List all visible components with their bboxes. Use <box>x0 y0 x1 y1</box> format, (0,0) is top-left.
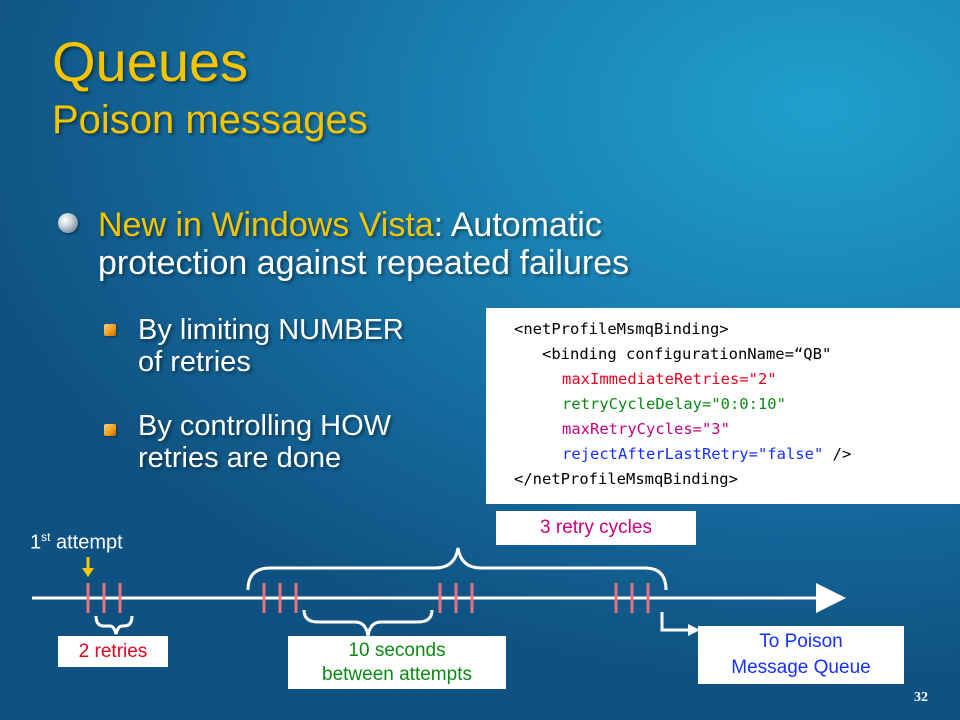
code-line-7: </netProfileMsmqBinding> <box>514 470 738 488</box>
poison-arrowhead <box>688 624 700 636</box>
bullet-main-icon <box>58 213 78 233</box>
code-line-6: rejectAfterLastRetry="false" /> <box>562 444 851 466</box>
sub-bullet-2: By controlling HOW retries are done <box>138 410 498 474</box>
code-line-5: maxRetryCycles="3" <box>562 420 730 438</box>
retries-brace <box>94 615 134 635</box>
poison-label-line2: Message Queue <box>731 657 871 678</box>
poison-queue-label: To Poison Message Queue <box>698 626 904 684</box>
sub-bullet-1-line1: By limiting NUMBER <box>138 314 404 346</box>
bullet-main-rest: : Automatic <box>433 206 602 244</box>
poison-label-line1: To Poison <box>759 631 843 652</box>
retry-cycles-label: 3 retry cycles <box>496 511 696 545</box>
code-line-1: <netProfileMsmqBinding> <box>514 320 729 338</box>
sub-bullet-1-icon <box>104 324 116 336</box>
retries-label: 2 retries <box>58 636 168 667</box>
code-line-4: retryCycleDelay="0:0:10" <box>562 395 786 413</box>
attempt-ticks <box>86 583 650 613</box>
delay-label: 10 seconds between attempts <box>288 636 506 689</box>
bullet-main: New in Windows Vista: Automatic protecti… <box>98 206 818 282</box>
code-line-3: maxImmediateRetries="2" <box>562 370 777 388</box>
code-line-2: <binding configurationName=“QB" <box>542 345 832 363</box>
slide-subtitle: Poison messages <box>52 98 368 142</box>
sub-bullet-2-icon <box>104 424 116 436</box>
first-attempt-label: 1st attempt <box>30 530 123 554</box>
delay-label-line2: between attempts <box>322 664 472 685</box>
delay-label-line1: 10 seconds <box>348 640 446 661</box>
slide-title: Queues <box>52 30 249 93</box>
sub-bullet-2-line2: retries are done <box>138 442 342 474</box>
first-attempt-arrowhead <box>82 568 94 577</box>
sub-bullet-2-line1: By controlling HOW <box>138 410 392 442</box>
retry-cycles-brace <box>246 547 668 591</box>
bullet-main-highlight: New in Windows Vista <box>98 206 434 244</box>
code-line-6-end: /> <box>823 445 852 463</box>
sub-bullet-1-line2: of retries <box>138 346 251 378</box>
page-number: 32 <box>914 690 928 705</box>
code-box: <netProfileMsmqBinding> <binding configu… <box>486 308 960 504</box>
code-line-6-attr: rejectAfterLastRetry="false" <box>562 445 824 463</box>
delay-brace <box>302 609 434 637</box>
sub-bullet-1: By limiting NUMBER of retries <box>138 314 498 378</box>
poison-arrow <box>660 612 690 632</box>
bullet-main-line2: protection against repeated failures <box>98 244 630 282</box>
